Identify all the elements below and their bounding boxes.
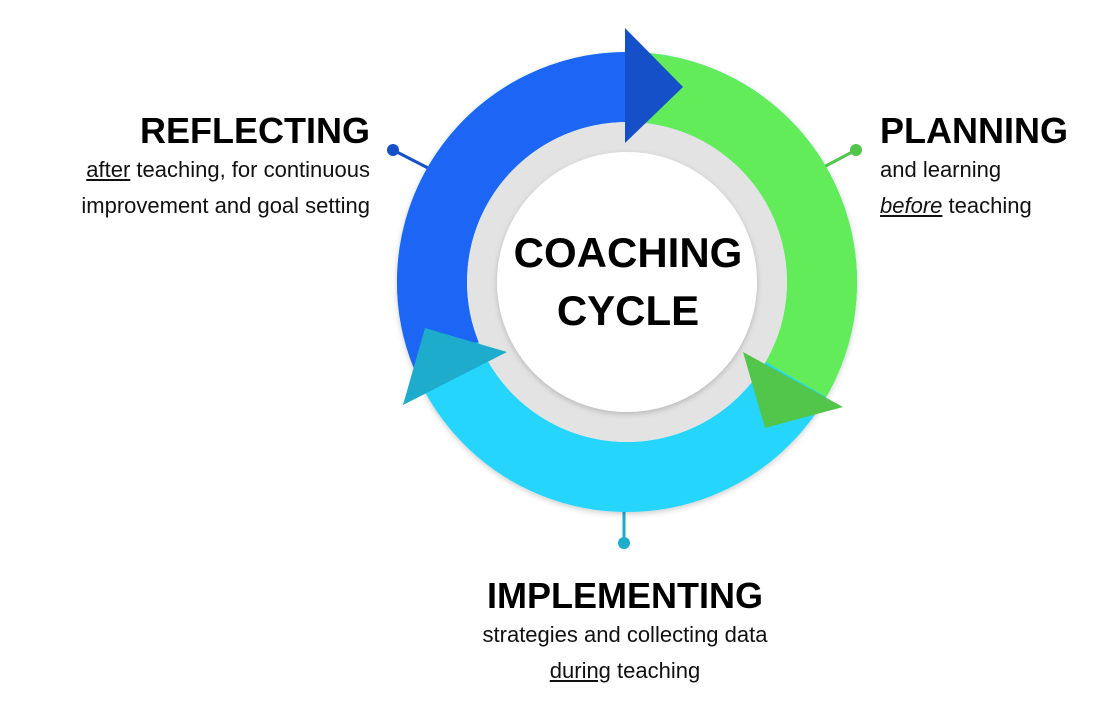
stage-reflecting: REFLECTING after teaching, for continuou…: [81, 110, 370, 224]
planning-emphasis: before: [880, 193, 943, 218]
implementing-desc-rest: teaching: [610, 658, 701, 683]
planning-desc-1: and learning: [880, 157, 1002, 182]
implementing-dot: [618, 537, 630, 549]
stage-implementing: IMPLEMENTING strategies and collecting d…: [400, 575, 850, 689]
reflecting-connector: [392, 148, 429, 170]
center-line-1: COACHING: [513, 229, 743, 276]
reflecting-desc-2: improvement and goal setting: [81, 193, 370, 218]
planning-desc-rest: teaching: [942, 193, 1032, 218]
reflecting-emphasis: after: [86, 157, 131, 182]
planning-desc-2: before teaching: [880, 188, 1068, 224]
implementing-emphasis: during: [549, 658, 611, 683]
center-circle: [497, 152, 757, 412]
stage-planning: PLANNING and learning before teaching: [880, 110, 1068, 224]
planning-connector: [821, 148, 857, 170]
planning-title: PLANNING: [880, 110, 1068, 151]
implementing-desc-2: during teaching: [400, 653, 850, 689]
reflecting-dot: [387, 144, 399, 156]
center-title: COACHING CYCLE: [498, 224, 758, 340]
reflecting-title: REFLECTING: [140, 110, 370, 151]
implementing-desc-1: strategies and collecting data: [482, 622, 768, 647]
planning-arc: [626, 52, 857, 397]
reflecting-desc-1: after teaching, for continuous: [81, 152, 370, 188]
reflecting-arrow-icon: [625, 28, 683, 143]
implementing-title: IMPLEMENTING: [487, 575, 763, 616]
reflecting-arc: [397, 52, 628, 369]
reflecting-desc-rest: teaching, for continuous: [130, 157, 370, 182]
implementing-arrow-icon: [403, 328, 507, 405]
planning-dot: [850, 144, 862, 156]
center-line-2: CYCLE: [556, 287, 700, 334]
planning-arrow-icon: [743, 352, 843, 428]
